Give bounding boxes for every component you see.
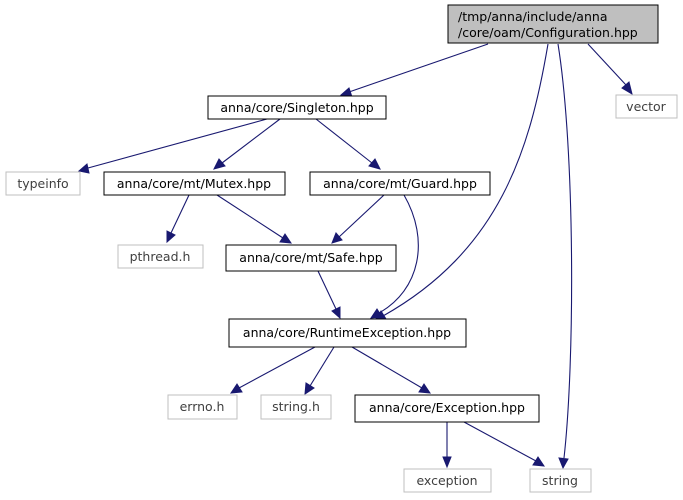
edge-configuration-singleton: [348, 43, 489, 93]
edge-runtime-stringh: [309, 346, 335, 387]
node-guard-box: [309, 171, 491, 196]
node-errno-box: [167, 394, 238, 420]
edges: [77, 43, 633, 470]
node-exception[interactable]: exception: [403, 468, 492, 493]
node-configuration-label-line1: /tmp/anna/include/anna: [458, 9, 607, 24]
node-configuration-label-line2: /core/oam/Configuration.hpp: [458, 25, 638, 40]
node-exception-box: [403, 468, 492, 493]
edge-exceptionhpp-string: [463, 421, 537, 462]
edge-singleton-guard-arrow: [368, 158, 381, 170]
edge-runtime-stringh-arrow: [304, 382, 315, 395]
edge-mutex-safe-arrow: [279, 233, 292, 244]
node-typeinfo-label: typeinfo: [17, 176, 68, 191]
node-pthread[interactable]: pthread.h: [117, 244, 204, 269]
edge-configuration-vector: [587, 43, 627, 86]
edge-guard-runtime-arrow: [370, 308, 383, 319]
edge-mutex-pthread-arrow: [166, 230, 176, 244]
edge-configuration-string-arrow: [558, 457, 569, 470]
node-safe-box: [225, 244, 397, 272]
node-string[interactable]: string: [529, 468, 592, 493]
edge-mutex-pthread: [170, 194, 190, 234]
edge-singleton-typeinfo: [87, 118, 268, 169]
node-string-label: string: [542, 473, 578, 488]
node-pthread-box: [117, 244, 204, 269]
node-exception-hpp[interactable]: anna/core/Exception.hpp: [354, 394, 540, 423]
node-guard-label: anna/core/mt/Guard.hpp: [323, 176, 477, 191]
node-configuration-box: [447, 4, 659, 44]
edge-guard-safe-arrow: [331, 232, 343, 244]
node-typeinfo-box: [5, 171, 81, 196]
node-singleton-box: [207, 95, 387, 120]
edge-configuration-runtime: [382, 43, 549, 317]
node-pthread-label: pthread.h: [130, 249, 191, 264]
node-exception-label: exception: [416, 473, 477, 488]
edge-runtime-exceptionhpp: [351, 346, 423, 389]
node-runtime-exception-label: anna/core/RuntimeException.hpp: [243, 325, 451, 340]
node-errno[interactable]: errno.h: [167, 394, 238, 420]
node-typeinfo[interactable]: typeinfo: [5, 171, 81, 196]
node-vector[interactable]: vector: [615, 94, 678, 119]
node-vector-label: vector: [626, 99, 667, 114]
node-safe[interactable]: anna/core/mt/Safe.hpp: [225, 244, 397, 272]
edge-singleton-guard: [315, 118, 373, 164]
edge-configuration-vector-arrow: [621, 81, 633, 96]
node-mutex-box: [103, 171, 286, 196]
edge-configuration-string: [557, 43, 573, 459]
node-runtime-exception[interactable]: anna/core/RuntimeException.hpp: [228, 318, 467, 348]
node-configuration[interactable]: /tmp/anna/include/anna /core/oam/Configu…: [447, 4, 659, 44]
node-safe-label: anna/core/mt/Safe.hpp: [239, 250, 382, 265]
node-vector-box: [615, 94, 678, 119]
node-singleton[interactable]: anna/core/Singleton.hpp: [207, 95, 387, 120]
edge-safe-runtime: [317, 270, 337, 310]
edge-mutex-safe: [216, 194, 284, 239]
edge-singleton-mutex: [221, 118, 281, 164]
edge-exceptionhpp-exception-arrow: [442, 456, 452, 469]
edge-singleton-mutex-arrow: [213, 158, 226, 170]
edge-exceptionhpp-string-arrow: [532, 456, 545, 467]
node-errno-label: errno.h: [180, 399, 225, 414]
node-string-h[interactable]: string.h: [260, 394, 332, 420]
edge-guard-runtime: [378, 194, 419, 314]
node-exception-hpp-label: anna/core/Exception.hpp: [369, 400, 525, 415]
node-exception-hpp-box: [354, 394, 540, 423]
edge-safe-runtime-arrow: [331, 306, 341, 320]
edge-guard-safe: [338, 194, 385, 238]
edge-singleton-typeinfo-arrow: [77, 163, 90, 174]
node-string-h-label: string.h: [272, 399, 320, 414]
node-singleton-label: anna/core/Singleton.hpp: [220, 100, 373, 115]
node-guard[interactable]: anna/core/mt/Guard.hpp: [309, 171, 491, 196]
node-string-box: [529, 468, 592, 493]
node-mutex[interactable]: anna/core/mt/Mutex.hpp: [103, 171, 286, 196]
edge-runtime-errno: [238, 346, 316, 389]
edge-runtime-errno-arrow: [230, 383, 243, 394]
node-string-h-box: [260, 394, 332, 420]
edge-runtime-exceptionhpp-arrow: [418, 383, 431, 394]
node-runtime-exception-box: [228, 318, 467, 348]
node-mutex-label: anna/core/mt/Mutex.hpp: [117, 176, 271, 191]
